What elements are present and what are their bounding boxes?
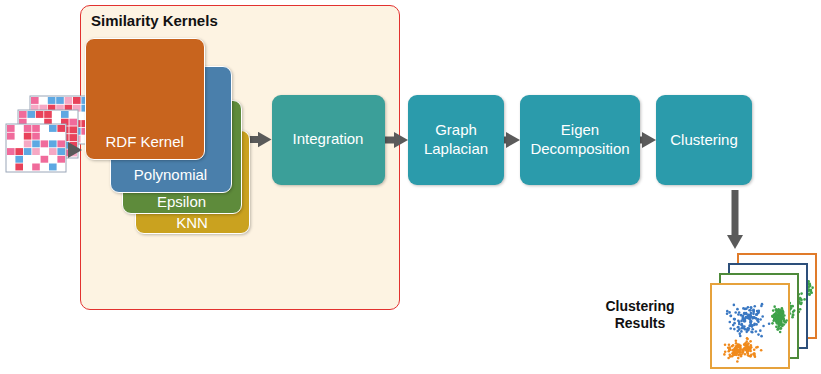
result-plot — [711, 284, 789, 368]
group-title: Similarity Kernels — [91, 12, 389, 30]
process-box: Integration — [272, 95, 385, 185]
input-table — [30, 96, 90, 144]
connectors — [250, 139, 649, 141]
process-box: Graph Laplacian — [408, 95, 504, 185]
process-box: Eigen Decomposition — [520, 95, 640, 185]
kernel-card: RDF Kernel — [85, 38, 205, 160]
box-label: KNN — [176, 214, 208, 231]
flow-arrow — [385, 137, 401, 144]
box-label: Graph Laplacian — [414, 121, 498, 159]
box-label: Eigen Decomposition — [526, 121, 634, 159]
result-arrow — [732, 190, 739, 241]
box-label: Clustering — [670, 131, 738, 150]
box-label: Epsilon — [157, 193, 206, 210]
flow-arrow — [640, 137, 648, 144]
box-label: RDF Kernel — [106, 133, 184, 150]
illustration — [6, 96, 816, 368]
box-label: Integration — [293, 130, 364, 149]
input-table — [18, 110, 78, 158]
process-box: Clustering — [656, 95, 752, 185]
box-label: Polynomial — [134, 166, 207, 183]
group-panel: Similarity KernelsRDF KernelPolynomialEp… — [80, 5, 400, 310]
flow-arrow — [250, 136, 264, 143]
input-arrow — [68, 147, 74, 154]
input-table — [6, 124, 66, 172]
caption-label: Clustering Results — [592, 298, 688, 332]
flow-arrow — [504, 137, 512, 144]
